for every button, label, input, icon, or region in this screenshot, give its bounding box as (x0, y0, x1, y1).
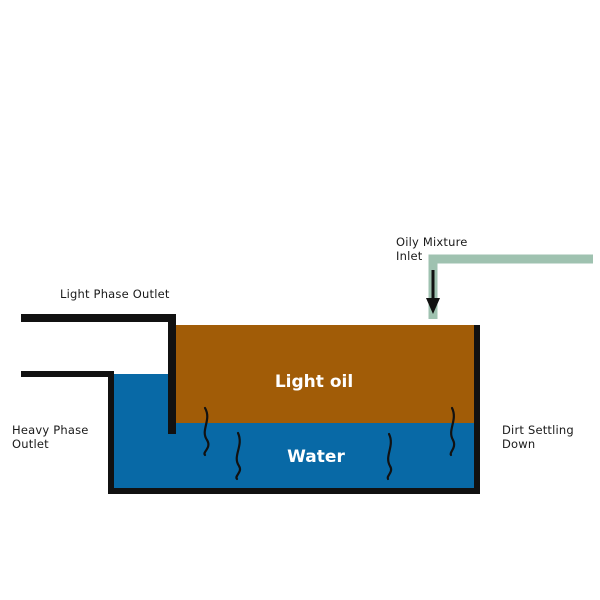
heavy-phase-outlet-label-line2: Outlet (12, 437, 49, 451)
oily-mixture-inlet-label: Oily Mixture Inlet (396, 235, 468, 263)
light-phase-outlet-pipe (21, 314, 176, 434)
oily-mixture-inlet-label-line2: Inlet (396, 249, 423, 263)
squiggle (449, 406, 456, 457)
water-label: Water (287, 447, 345, 467)
flow-arrow-icon (426, 270, 440, 314)
dirt-settling-down-label: Dirt Settling Down (502, 423, 574, 451)
oily-mixture-inlet-label-line1: Oily Mixture (396, 235, 468, 249)
heavy-phase-outlet-label: Heavy Phase Outlet (12, 423, 89, 451)
heavy-phase-outlet-label-line1: Heavy Phase (12, 423, 89, 437)
tank-outer-wall (21, 325, 480, 494)
dirt-settling-down-label-line1: Dirt Settling (502, 423, 574, 437)
light-phase-outlet-label: Light Phase Outlet (60, 287, 170, 301)
inlet-pipe (428, 254, 593, 319)
squiggle (235, 431, 242, 481)
light-oil-label: Light oil (274, 372, 354, 392)
squiggle (386, 432, 393, 481)
dirt-settling-down-label-line2: Down (502, 437, 536, 451)
squiggle (203, 406, 210, 457)
light-oil-layer (173, 325, 476, 423)
